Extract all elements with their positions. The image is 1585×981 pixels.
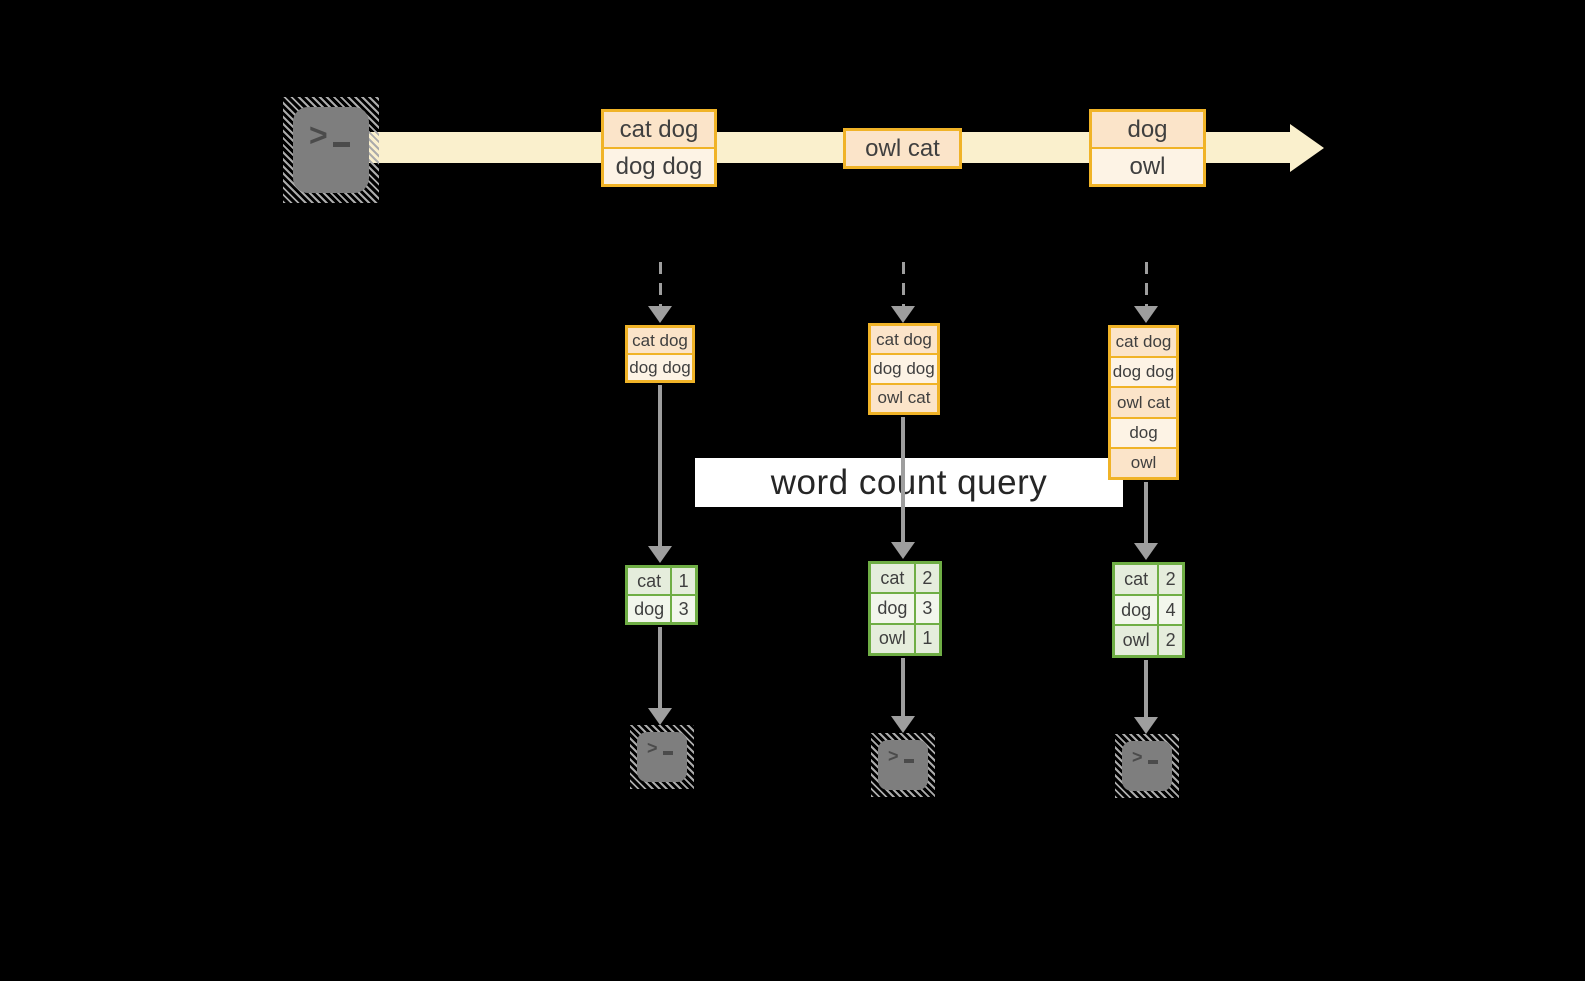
word-cell: cat xyxy=(628,568,671,594)
word-cell: dog xyxy=(871,594,914,623)
terminal-screen: > xyxy=(878,740,928,790)
count-cell: 4 xyxy=(1159,595,1182,625)
state-line: dog dog xyxy=(871,355,937,383)
state-box: cat dog dog dog owl cat xyxy=(868,323,940,415)
stream-event-box: owl cat xyxy=(843,128,962,169)
terminal-screen: > xyxy=(637,732,687,782)
event-line: cat dog xyxy=(604,112,714,147)
terminal-prompt-icon: > xyxy=(309,119,350,151)
word-cell: dog xyxy=(628,596,671,622)
terminal-screen: > xyxy=(1122,741,1172,791)
down-arrow xyxy=(648,385,672,563)
terminal-prompt-icon: > xyxy=(888,747,914,765)
table-row: owl 2 xyxy=(1115,626,1182,656)
word-cell: cat xyxy=(871,564,914,593)
count-cell: 2 xyxy=(1159,626,1182,656)
state-line: dog dog xyxy=(1111,358,1176,387)
table-row: cat 1 xyxy=(628,568,695,594)
stream-event-box: dog owl xyxy=(1089,109,1206,187)
down-arrow xyxy=(891,658,915,733)
word-cell: cat xyxy=(1115,565,1158,594)
stream-arrowhead-icon xyxy=(1290,124,1324,172)
word-cell: dog xyxy=(1115,595,1158,625)
terminal-icon: > xyxy=(630,725,694,789)
state-line: owl cat xyxy=(1111,388,1176,417)
table-row: dog 3 xyxy=(628,596,695,622)
event-line: owl cat xyxy=(846,131,959,166)
banner-label: word count query xyxy=(770,462,1048,502)
down-arrow xyxy=(648,627,672,725)
state-line: cat dog xyxy=(1111,328,1176,357)
terminal-icon: > xyxy=(1115,734,1179,798)
table-row: owl 1 xyxy=(871,624,939,653)
terminal-screen: > xyxy=(293,107,369,193)
dashed-arrow xyxy=(891,262,915,323)
event-line: dog xyxy=(1092,112,1203,147)
down-arrow xyxy=(891,417,915,559)
state-line: cat dog xyxy=(628,328,692,353)
dashed-arrow xyxy=(648,262,672,323)
terminal-icon: > xyxy=(871,733,935,797)
state-line: dog dog xyxy=(628,355,692,380)
table-row: dog 4 xyxy=(1115,595,1182,625)
table-row: dog 3 xyxy=(871,594,939,623)
word-count-query-banner: word count query xyxy=(695,458,1123,507)
terminal-prompt-icon: > xyxy=(1132,748,1158,766)
event-line: owl xyxy=(1092,149,1203,184)
terminal-prompt-icon: > xyxy=(647,739,673,757)
down-arrow xyxy=(1134,660,1158,734)
terminal-icon: > xyxy=(283,97,379,203)
count-cell: 1 xyxy=(672,568,695,594)
dashed-arrow xyxy=(1134,262,1158,323)
state-line: owl cat xyxy=(871,384,937,412)
count-cell: 3 xyxy=(672,596,695,622)
word-cell: owl xyxy=(871,624,914,653)
event-line: dog dog xyxy=(604,149,714,184)
state-line: owl xyxy=(1111,448,1176,478)
state-box: cat dog dog dog owl cat dog owl xyxy=(1108,325,1179,480)
result-table: cat 1 dog 3 xyxy=(625,565,698,625)
count-cell: 1 xyxy=(915,624,939,653)
count-cell: 3 xyxy=(915,594,939,623)
state-line: cat dog xyxy=(871,326,937,354)
down-arrow xyxy=(1134,482,1158,560)
state-box: cat dog dog dog xyxy=(625,325,695,383)
count-cell: 2 xyxy=(1159,565,1182,594)
word-cell: owl xyxy=(1115,626,1158,656)
stream-event-box: cat dog dog dog xyxy=(601,109,717,187)
count-cell: 2 xyxy=(915,564,939,593)
table-row: cat 2 xyxy=(1115,565,1182,594)
table-row: cat 2 xyxy=(871,564,939,593)
state-line: dog xyxy=(1111,418,1176,447)
result-table: cat 2 dog 4 owl 2 xyxy=(1112,562,1185,658)
result-table: cat 2 dog 3 owl 1 xyxy=(868,561,942,656)
